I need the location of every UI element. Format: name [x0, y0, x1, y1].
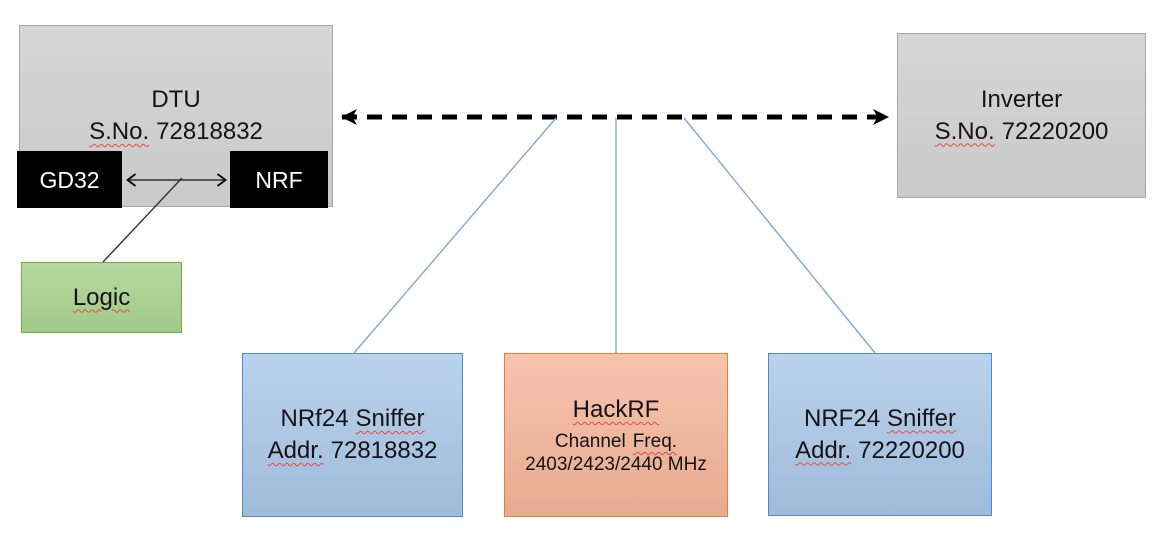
inverter-title: Inverter	[980, 85, 1063, 113]
inverter-serial-label: S.No.	[934, 117, 995, 145]
gd32-label: GD32	[39, 166, 100, 193]
logic-label: Logic	[72, 283, 131, 311]
hackrf-title: HackRF	[572, 396, 660, 423]
sniffer-inverter-address: Addr.72220200	[795, 435, 965, 467]
inverter-box: Inverter S.No.72220200	[897, 33, 1146, 198]
sniffer-dtu-title-prefix: NRf24	[280, 405, 349, 432]
gd32-chip-box: GD32	[17, 151, 122, 208]
hackrf-frequencies: 2403/2423/2440 MHz	[525, 454, 707, 475]
sniffer-dtu-connector-line	[353, 117, 557, 354]
sniffer-dtu-title-word: Sniffer	[355, 405, 425, 432]
logic-box: Logic	[21, 262, 182, 333]
sniffer-inverter-title-prefix: NRF24	[804, 404, 881, 432]
hackrf-box: HackRF Channel Freq. 2403/2423/2440 MHz	[504, 353, 728, 517]
sniffer-inverter-title-word: Sniffer	[887, 404, 956, 432]
dtu-box: DTU S.No.72818832	[19, 25, 333, 207]
inverter-serial-value: 72220200	[1001, 117, 1109, 145]
dtu-serial-value: 72818832	[156, 118, 263, 145]
sniffer-inverter-address-label: Addr.	[795, 436, 852, 464]
hackrf-channel-word: Freq.	[632, 431, 678, 452]
hackrf-channel-prefix: Channel	[554, 431, 626, 452]
dtu-serial: S.No.72818832	[89, 116, 263, 148]
sniffer-inverter-connector-line	[683, 117, 876, 354]
dtu-title: DTU	[151, 86, 201, 113]
sniffer-dtu-address-label: Addr.	[267, 437, 324, 464]
sniffer-dtu-address: Addr.72818832	[268, 435, 438, 467]
hackrf-channel-label: Channel Freq.	[555, 430, 677, 453]
nrf-label: NRF	[255, 166, 303, 193]
sniffer-inverter-address-value: 72220200	[858, 436, 965, 464]
dtu-serial-label: S.No.	[89, 118, 150, 145]
sniffer-dtu-address-value: 72818832	[330, 437, 438, 464]
inverter-serial: S.No.72220200	[935, 116, 1109, 148]
nrf-chip-box: NRF	[230, 151, 328, 208]
